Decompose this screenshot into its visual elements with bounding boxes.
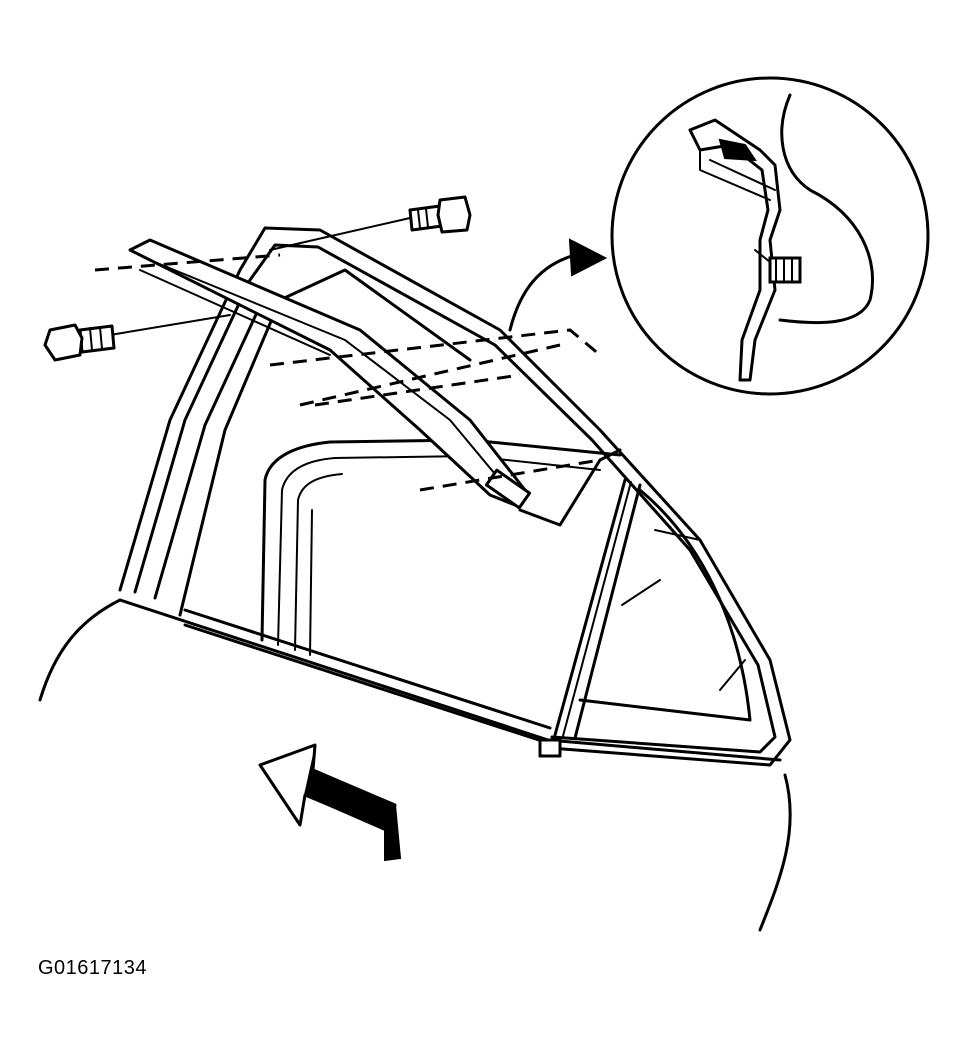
detail-inset (610, 76, 930, 396)
bolt-upper (269, 195, 472, 251)
division-channel (538, 478, 642, 758)
front-arrow (258, 743, 402, 862)
door-panel (38, 598, 792, 932)
figure-code: G01617134 (38, 957, 148, 979)
quarter-glass (578, 488, 752, 722)
door-glass (183, 438, 622, 744)
alignment-lines (94, 253, 601, 492)
leader-lines (508, 238, 622, 527)
bolt-lower (43, 314, 231, 362)
upper-frame-rail (128, 238, 532, 510)
